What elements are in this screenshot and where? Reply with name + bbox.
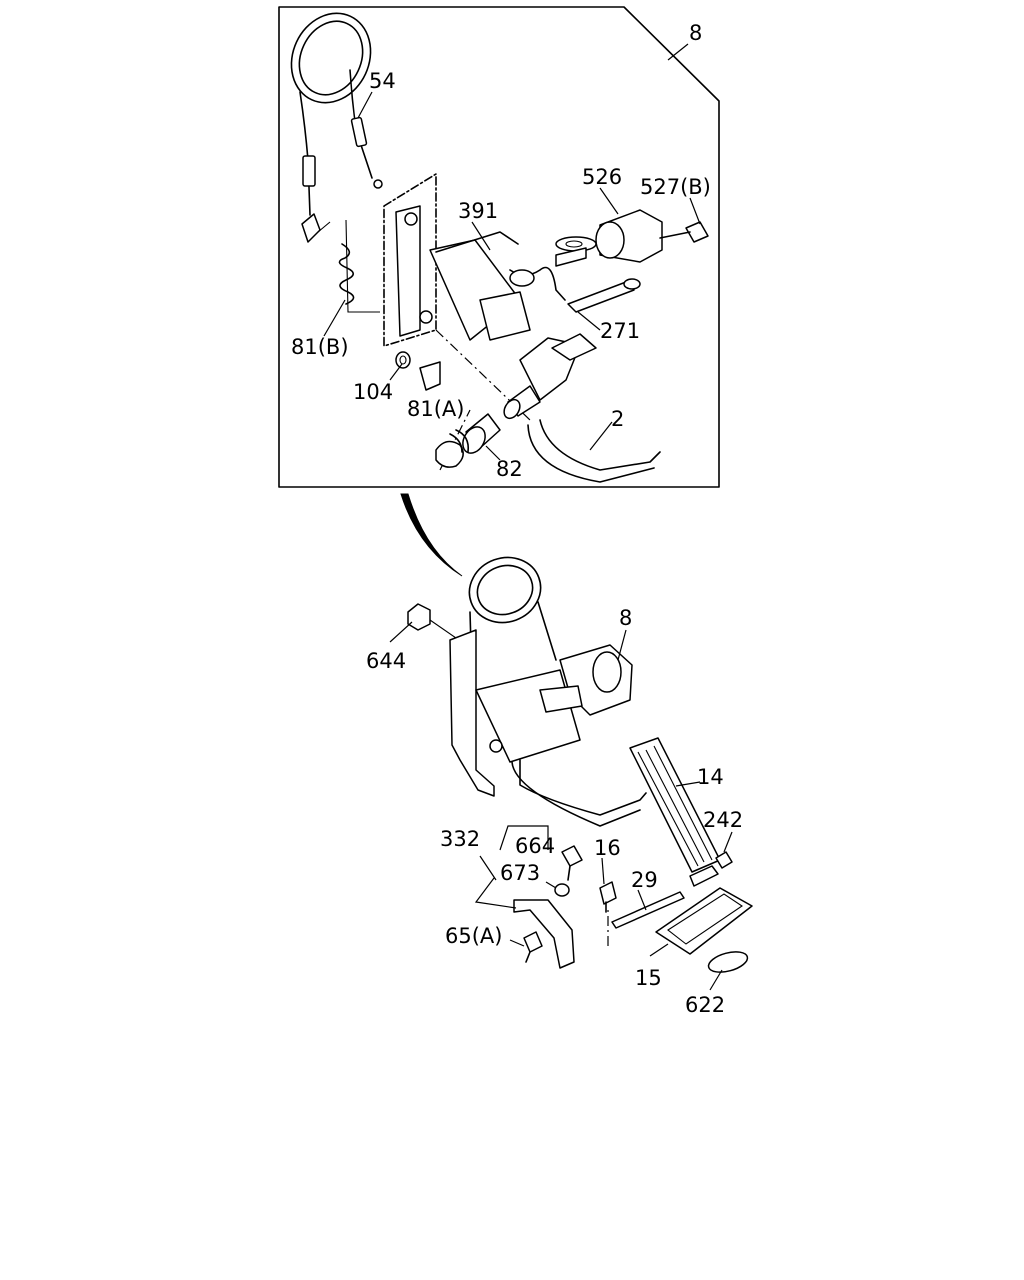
label-271: 271 xyxy=(600,319,640,343)
label-526: 526 xyxy=(582,165,622,189)
label-2: 2 xyxy=(611,407,624,431)
label-16: 16 xyxy=(594,836,621,860)
pin-29 xyxy=(607,891,685,946)
label-81b: 81(B) xyxy=(291,335,349,359)
bolt-527b xyxy=(659,221,709,243)
washer-104 xyxy=(395,351,411,369)
label-664: 664 xyxy=(515,834,555,858)
label-54: 54 xyxy=(369,69,396,93)
pedal-base-15 xyxy=(655,865,753,955)
label-14: 14 xyxy=(697,765,724,789)
label-622: 622 xyxy=(685,993,725,1017)
shaft-271 xyxy=(567,278,641,313)
label-527b: 527(B) xyxy=(640,175,711,199)
nut-242 xyxy=(715,851,733,869)
label-82: 82 xyxy=(496,457,523,481)
bushing-upper xyxy=(503,385,541,420)
cap-81a xyxy=(435,429,470,468)
label-673: 673 xyxy=(500,861,540,885)
bolt-16 xyxy=(599,881,617,913)
label-81a: 81(A) xyxy=(407,397,464,421)
cable-54 xyxy=(290,12,383,243)
pedal-pad-14 xyxy=(629,737,721,873)
spring-81b xyxy=(317,219,380,313)
cover-622 xyxy=(707,951,749,973)
spring-391 xyxy=(435,231,566,301)
pedal-arm-2 xyxy=(519,333,661,483)
label-391: 391 xyxy=(458,199,498,223)
label-644: 644 xyxy=(366,649,406,673)
assembled-bracket xyxy=(407,556,647,827)
assembly-arrow xyxy=(400,493,463,577)
label-332: 332 xyxy=(440,827,480,851)
stopper-bracket-332 xyxy=(513,845,583,969)
leader-lines xyxy=(323,43,733,991)
part-labels: 8 54 526 527(B) 391 81(B) 271 104 81(A) … xyxy=(291,21,743,1017)
label-65a: 65(A) xyxy=(445,924,502,948)
label-8-mid: 8 xyxy=(619,606,632,630)
label-29: 29 xyxy=(631,868,658,892)
bracket-assembly xyxy=(383,173,531,391)
label-104: 104 xyxy=(353,380,393,404)
label-8-top: 8 xyxy=(689,21,702,45)
label-15: 15 xyxy=(635,966,662,990)
sensor-526 xyxy=(555,209,663,267)
exploded-view-frame xyxy=(278,6,720,488)
label-242: 242 xyxy=(703,808,743,832)
